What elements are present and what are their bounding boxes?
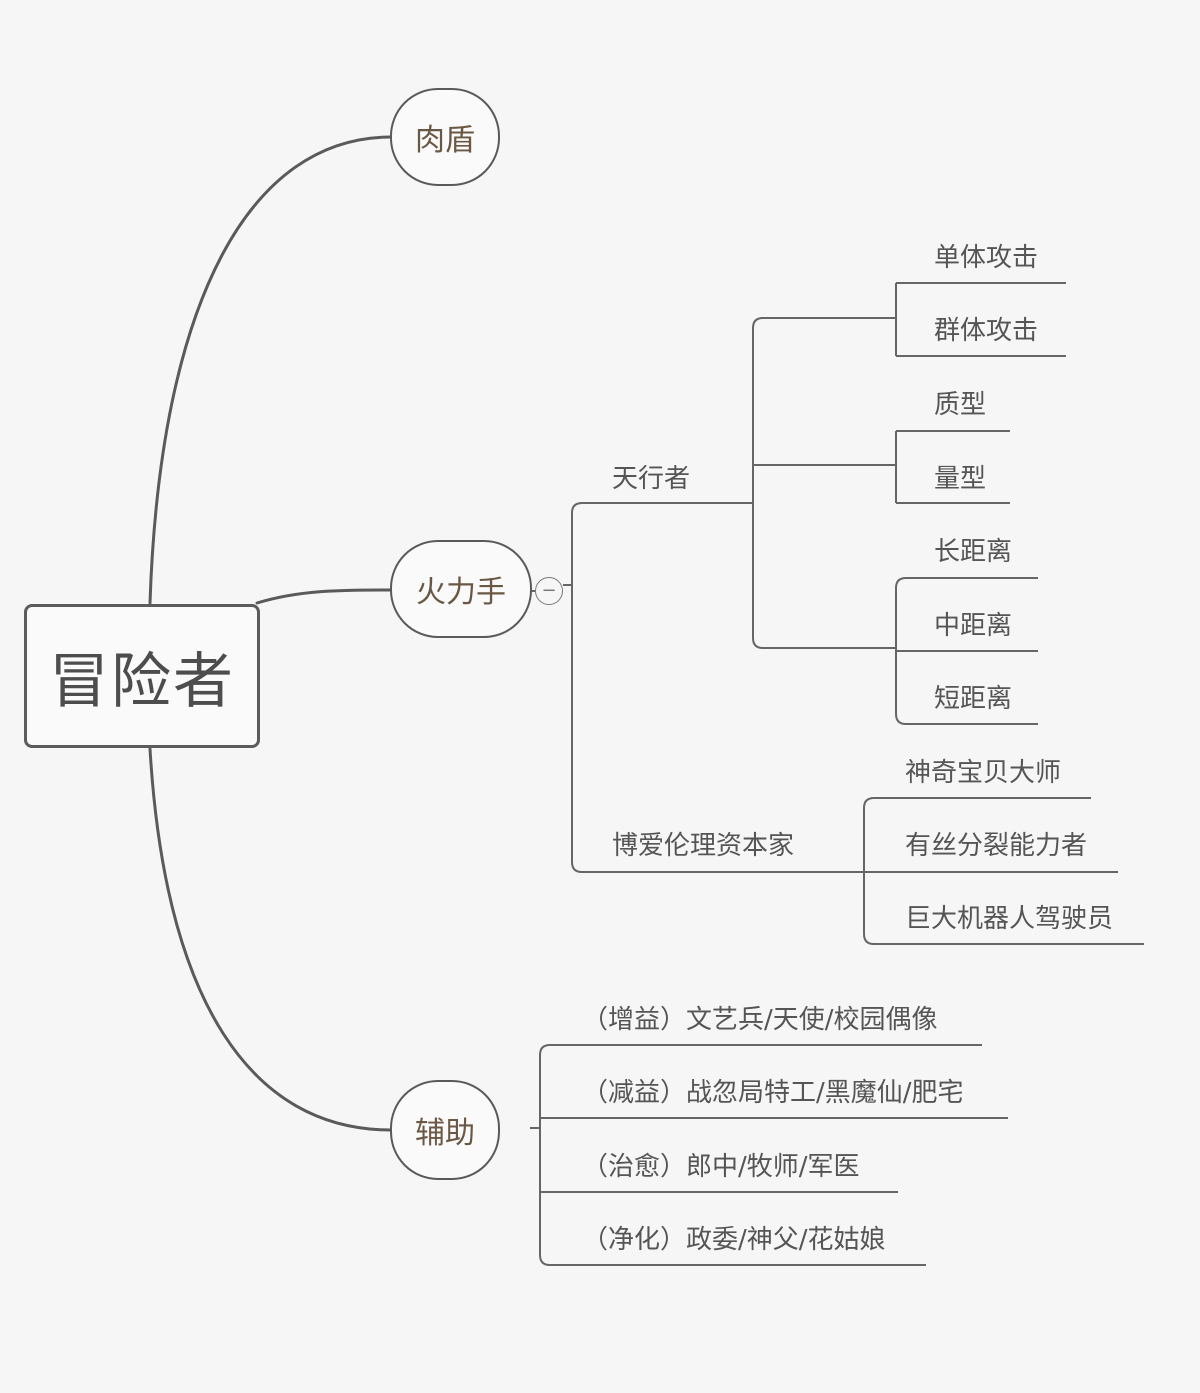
collapse-symbol: −	[541, 580, 557, 601]
leaf-boai-1[interactable]: 有丝分裂能力者	[905, 831, 1088, 861]
curve-root-dps	[255, 588, 393, 605]
leaf-boai-2[interactable]: 巨大机器人驾驶员	[905, 904, 1114, 934]
leaf-support-heal[interactable]: （治愈）郎中/牧师/军医	[582, 1152, 860, 1182]
leaf-range-short[interactable]: 短距离	[934, 684, 1013, 714]
root-node[interactable]: 冒险者	[24, 604, 260, 748]
curve-root-support	[148, 747, 393, 1132]
bracket-support	[539, 1044, 551, 1266]
node-tank-label: 肉盾	[415, 123, 475, 158]
leaf-range-mid[interactable]: 中距离	[934, 611, 1013, 641]
leaf-attack-single[interactable]: 单体攻击	[934, 243, 1039, 273]
bracket-tianxingzhe	[752, 317, 764, 649]
bracket-dps	[571, 502, 583, 873]
curve-root-tank	[148, 135, 393, 605]
node-tank[interactable]: 肉盾	[390, 88, 500, 186]
node-tianxingzhe[interactable]: 天行者	[612, 464, 691, 494]
leaf-support-debuff[interactable]: （减益）战忽局特工/黑魔仙/肥宅	[582, 1078, 964, 1108]
node-boai[interactable]: 博爱伦理资本家	[612, 831, 795, 861]
node-dps-label: 火力手	[416, 575, 506, 610]
leaf-range-long[interactable]: 长距离	[934, 537, 1013, 567]
leaf-type-quality[interactable]: 质型	[934, 390, 987, 420]
leaf-boai-0[interactable]: 神奇宝贝大师	[905, 758, 1062, 788]
node-dps[interactable]: 火力手	[390, 540, 532, 638]
minus-circle-icon[interactable]: −	[535, 577, 563, 605]
leaf-attack-group[interactable]: 群体攻击	[934, 316, 1039, 346]
leaf-support-purify[interactable]: （净化）政委/神父/花姑娘	[582, 1225, 886, 1255]
node-support[interactable]: 辅助	[390, 1080, 500, 1180]
node-support-label: 辅助	[415, 1116, 475, 1151]
leaf-type-quantity[interactable]: 量型	[934, 464, 987, 494]
root-label: 冒险者	[49, 646, 235, 717]
leaf-support-buff[interactable]: （增益）文艺兵/天使/校园偶像	[582, 1005, 938, 1035]
